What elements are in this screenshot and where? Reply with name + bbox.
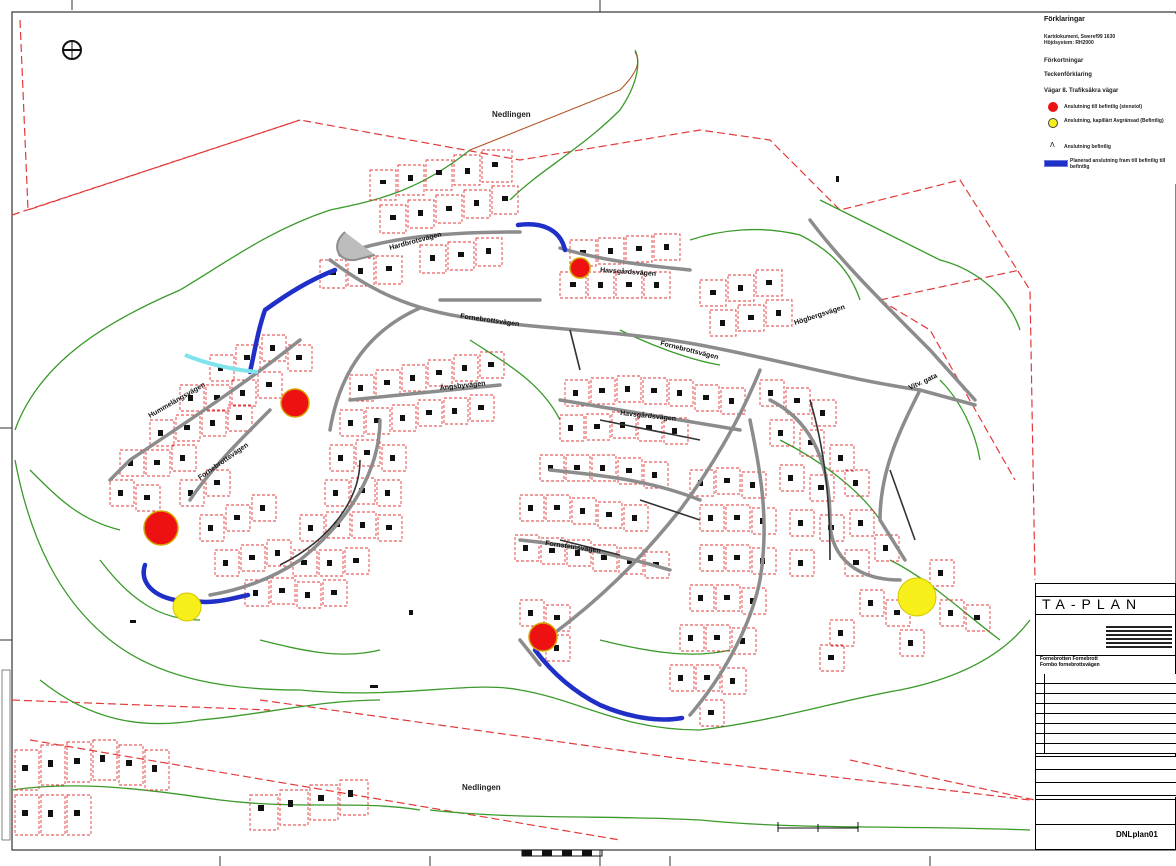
markers <box>143 257 937 652</box>
legend-red-dot-icon <box>1048 102 1058 112</box>
blue-routes <box>141 222 685 722</box>
project-name: Fornebrotten Fornebrott <box>1040 656 1098 662</box>
place-label-south: Nedlingen <box>462 783 501 792</box>
left-info-strip <box>1 669 11 841</box>
frame-ticks <box>219 850 931 866</box>
project-sub: Fornbo fornebrottsvägen <box>1040 662 1100 668</box>
legend-line: Vägar 8. Trafiksäkra vägar <box>1044 88 1119 94</box>
legend-line: Anslutning, kapillärt Avgränsad (Befintl… <box>1064 118 1164 124</box>
street-label: Havsgårdsvägen <box>600 266 656 278</box>
buildings <box>22 162 980 817</box>
legend-arrow-icon: Λ <box>1050 142 1055 149</box>
street-label: Fornebrottsvägen <box>460 313 520 328</box>
legend-title: Förklaringar <box>1044 16 1085 23</box>
title-block: TA-PLAN Fornebrotten Fornebrott Fornbo f… <box>1035 583 1176 850</box>
marker-red-3[interactable] <box>143 510 179 546</box>
drawing-number: DNLplan01 <box>1116 830 1158 839</box>
terrain-contours <box>11 49 1031 831</box>
cyan-route <box>184 353 259 374</box>
place-label-north: Nedlingen <box>492 110 531 119</box>
legend-line: Kartdokument, Sweref99 1630 <box>1044 34 1116 40</box>
legend-line: Förkortningar <box>1044 58 1084 64</box>
legend-line: Anslutning till befintlig (stenstol) <box>1064 104 1143 110</box>
marker-yellow-1[interactable] <box>172 592 202 622</box>
legend-line: Teckenförklaring <box>1044 72 1092 78</box>
marker-red-2[interactable] <box>280 388 310 418</box>
marker-red-4[interactable] <box>528 622 558 652</box>
street-label: Fornebrottsvägen <box>197 442 250 482</box>
legend-yellow-dot-icon <box>1048 118 1058 128</box>
street-centerlines <box>279 329 916 566</box>
legend-line: Anslutning befintlig <box>1064 144 1111 150</box>
property-lots <box>14 149 991 836</box>
street-label: Vitv. gata <box>908 373 939 392</box>
marker-yellow-2[interactable] <box>897 577 937 617</box>
revision-table <box>1036 674 1176 754</box>
map-frame <box>11 11 1176 851</box>
property-boundaries-outer <box>11 19 1036 841</box>
company-name: TA-PLAN <box>1042 596 1143 612</box>
north-arrow-icon <box>62 40 82 60</box>
street-label: Högbergsvägen <box>793 304 845 327</box>
bottom-scale-strip <box>521 849 603 857</box>
marker-red-1[interactable] <box>569 257 591 279</box>
road-turnaround <box>336 231 376 262</box>
legend-line: Planerad anslutning fram till befintlig … <box>1070 158 1166 170</box>
legend-line: Höjdsystem: RH2000 <box>1044 40 1094 46</box>
street-label: Havsgårdsvägen <box>620 409 677 423</box>
scale-bar <box>777 822 859 832</box>
logo-icon <box>1106 624 1172 648</box>
legend: Förklaringar Kartdokument, Sweref99 1630… <box>1040 14 1176 184</box>
terrain-path-brown <box>469 51 639 151</box>
legend-blue-route-icon <box>1044 160 1068 167</box>
